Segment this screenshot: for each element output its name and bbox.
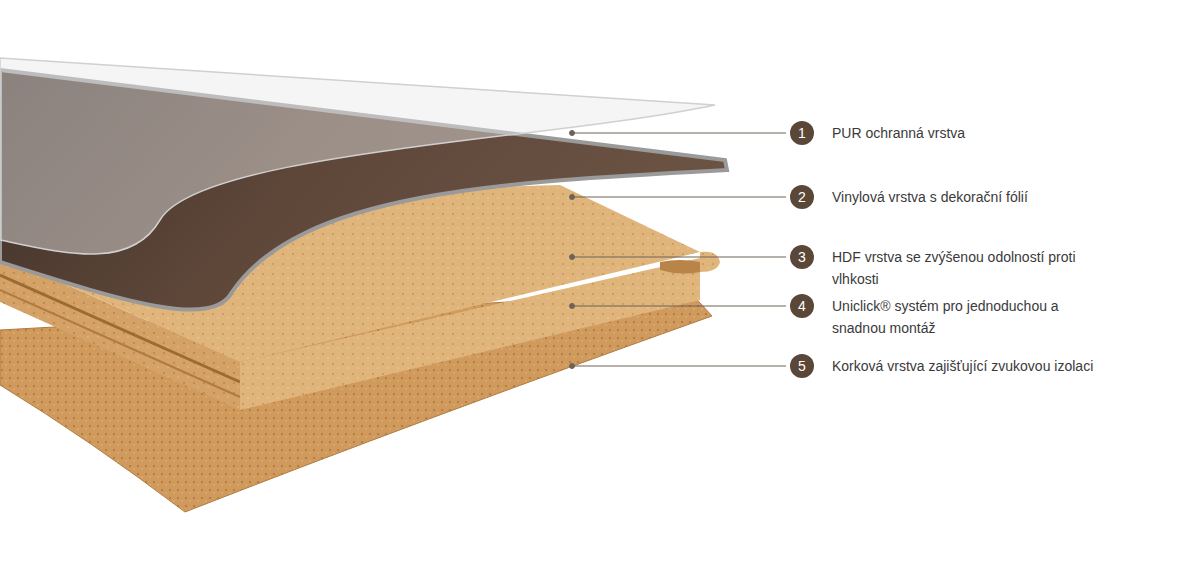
callout-number: 3 [798,250,806,264]
layer-description: Vinylová vrstva s dekorační fólií [832,186,1132,208]
callout-circle: 2 [790,185,814,209]
callout-number: 5 [798,359,806,373]
layer-description: Korková vrstva zajišťující zvukovou izol… [832,355,1094,377]
layer-description: Uniclick® systém pro jednoduchou a snadn… [832,295,1064,339]
callout-circle: 3 [790,245,814,269]
callout-circle: 1 [790,121,814,145]
callout-number: 2 [798,190,806,204]
callout-number: 1 [798,126,806,140]
callout-circle: 5 [790,354,814,378]
layer-description: PUR ochranná vrstva [832,122,1132,144]
callout-number: 4 [798,299,806,313]
callout-circle: 4 [790,294,814,318]
layer-description: HDF vrstva se zvýšenou odolností proti v… [832,246,1117,290]
